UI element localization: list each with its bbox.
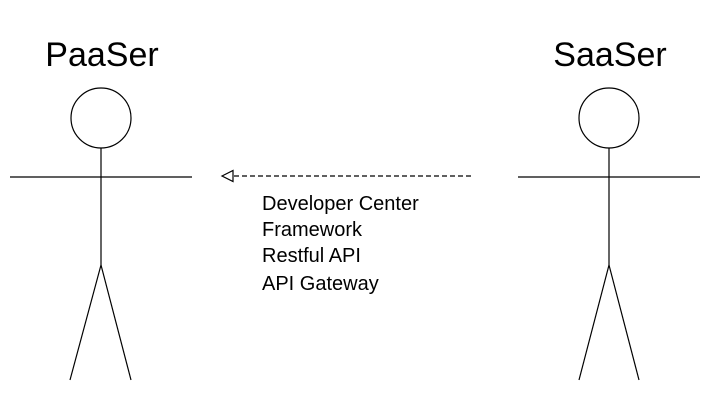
actor-left-leg: [578, 264, 610, 381]
actor-paaser-label: PaaSer: [45, 36, 158, 74]
actor-head: [70, 87, 132, 149]
actor-right-leg: [608, 264, 640, 381]
actor-head: [578, 87, 640, 149]
arrowhead-icon: [220, 169, 234, 183]
dependency-arrow[interactable]: [220, 169, 471, 183]
actor-paaser[interactable]: PaaSer: [10, 36, 192, 381]
actor-saaser[interactable]: SaaSer: [518, 36, 700, 381]
stick-figure-saaser: [518, 87, 700, 381]
relationship-label-line: Framework: [262, 219, 363, 241]
relationship-label-line: API Gateway: [262, 273, 379, 295]
actor-saaser-label: SaaSer: [553, 36, 666, 74]
relationship-label-line: Restful API: [262, 245, 361, 267]
relationship-label-line: Developer Center: [262, 193, 419, 215]
relationship-labels: Developer Center Framework Restful API A…: [262, 193, 419, 295]
actor-right-leg: [100, 264, 132, 381]
stick-figure-paaser: [10, 87, 192, 381]
actor-left-leg: [69, 264, 102, 381]
